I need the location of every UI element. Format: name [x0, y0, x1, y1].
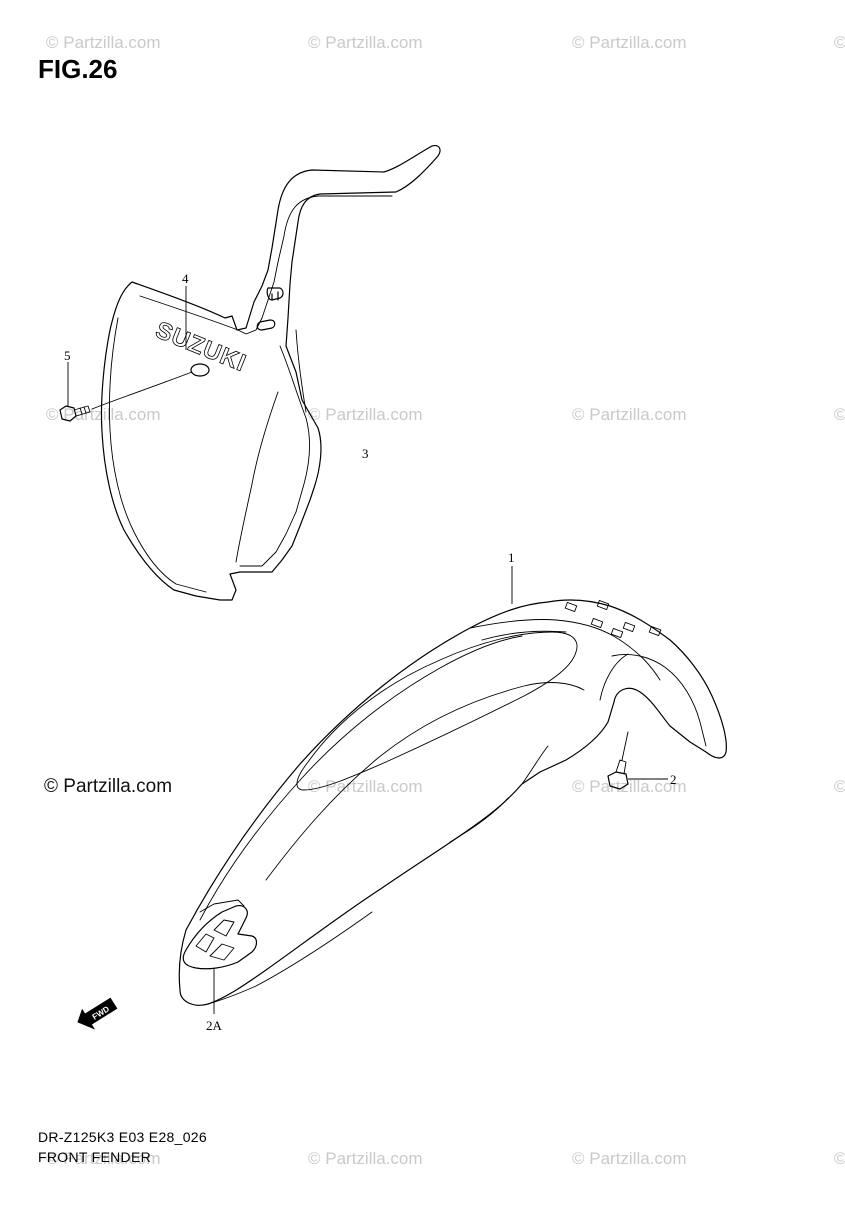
callout-3: 3 [362, 446, 369, 461]
watermark: © Partzilla.com [308, 1149, 423, 1168]
fwd-arrow-icon: FWD [77, 997, 118, 1030]
watermark: © Partzilla.com [572, 33, 687, 52]
bolt-part-5 [59, 362, 193, 422]
callout-2: 2 [670, 772, 677, 787]
figure-title: FIG.26 [38, 54, 117, 84]
watermark-layer: © Partzilla.com © Partzilla.com © Partzi… [46, 33, 845, 1168]
callout-5: 5 [64, 348, 71, 363]
watermark: © Partzilla.com [46, 33, 161, 52]
callout-1: 1 [508, 550, 515, 565]
watermark: © Partzilla.com [834, 1149, 845, 1168]
front-fender-part [178, 599, 727, 1006]
screw-part-2 [607, 731, 668, 790]
watermark: © Partzilla.com [308, 777, 423, 796]
watermark: © Partzilla.com [834, 33, 845, 52]
watermark: © Partzilla.com [834, 777, 845, 796]
watermark: © Partzilla.com [572, 777, 687, 796]
watermark: © Partzilla.com [572, 405, 687, 424]
model-code: DR-Z125K3 E03 E28_026 [38, 1129, 207, 1145]
emblem-part-2a [182, 899, 258, 1014]
watermark: © Partzilla.com [572, 1149, 687, 1168]
watermark: © Partzilla.com [308, 33, 423, 52]
number-plate-part: SUZUKI [100, 145, 441, 601]
watermark: © Partzilla.com [834, 405, 845, 424]
watermark: © Partzilla.com [46, 1149, 161, 1168]
figure-caption: FRONT FENDER [38, 1149, 151, 1165]
callout-2a: 2A [206, 1018, 223, 1033]
center-watermark: © Partzilla.com [44, 776, 172, 797]
watermark: © Partzilla.com [308, 405, 423, 424]
callout-4: 4 [182, 271, 189, 286]
